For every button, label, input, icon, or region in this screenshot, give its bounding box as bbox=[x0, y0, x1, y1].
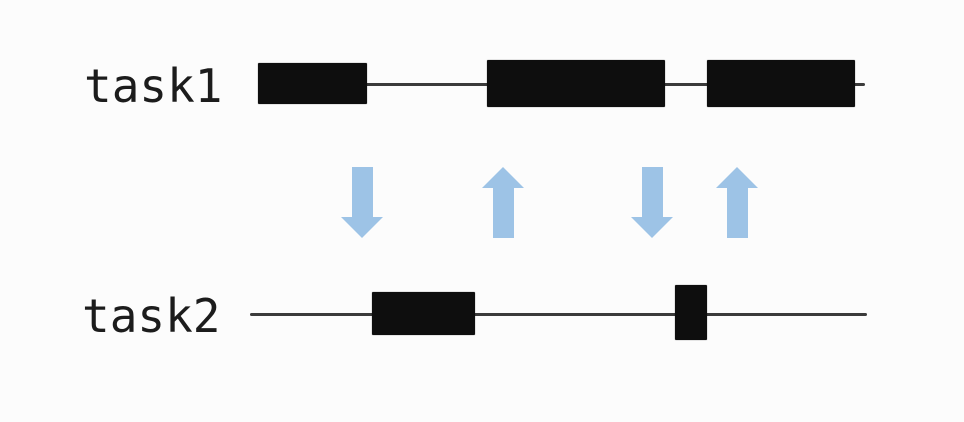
arrow-down-icon bbox=[631, 167, 673, 238]
arrow-down-icon bbox=[341, 167, 383, 238]
arrow-shaft bbox=[492, 188, 514, 238]
task1-exon-1 bbox=[258, 63, 367, 104]
task2-exon-1 bbox=[372, 292, 475, 335]
arrow-head bbox=[716, 167, 758, 188]
task2-line bbox=[250, 312, 867, 316]
arrow-shaft bbox=[726, 188, 748, 238]
arrow-shaft bbox=[641, 167, 663, 217]
arrow-up-icon bbox=[716, 167, 758, 238]
arrow-head bbox=[631, 217, 673, 238]
arrow-head bbox=[482, 167, 524, 188]
task2-exon-2 bbox=[675, 285, 707, 340]
task1-exon-2 bbox=[487, 60, 665, 107]
arrow-up-icon bbox=[482, 167, 524, 238]
arrow-head bbox=[341, 217, 383, 238]
task1-exon-3 bbox=[707, 60, 855, 107]
track-label-task2: task2 bbox=[82, 289, 221, 343]
arrow-shaft bbox=[351, 167, 373, 217]
track-label-task1: task1 bbox=[84, 59, 223, 113]
